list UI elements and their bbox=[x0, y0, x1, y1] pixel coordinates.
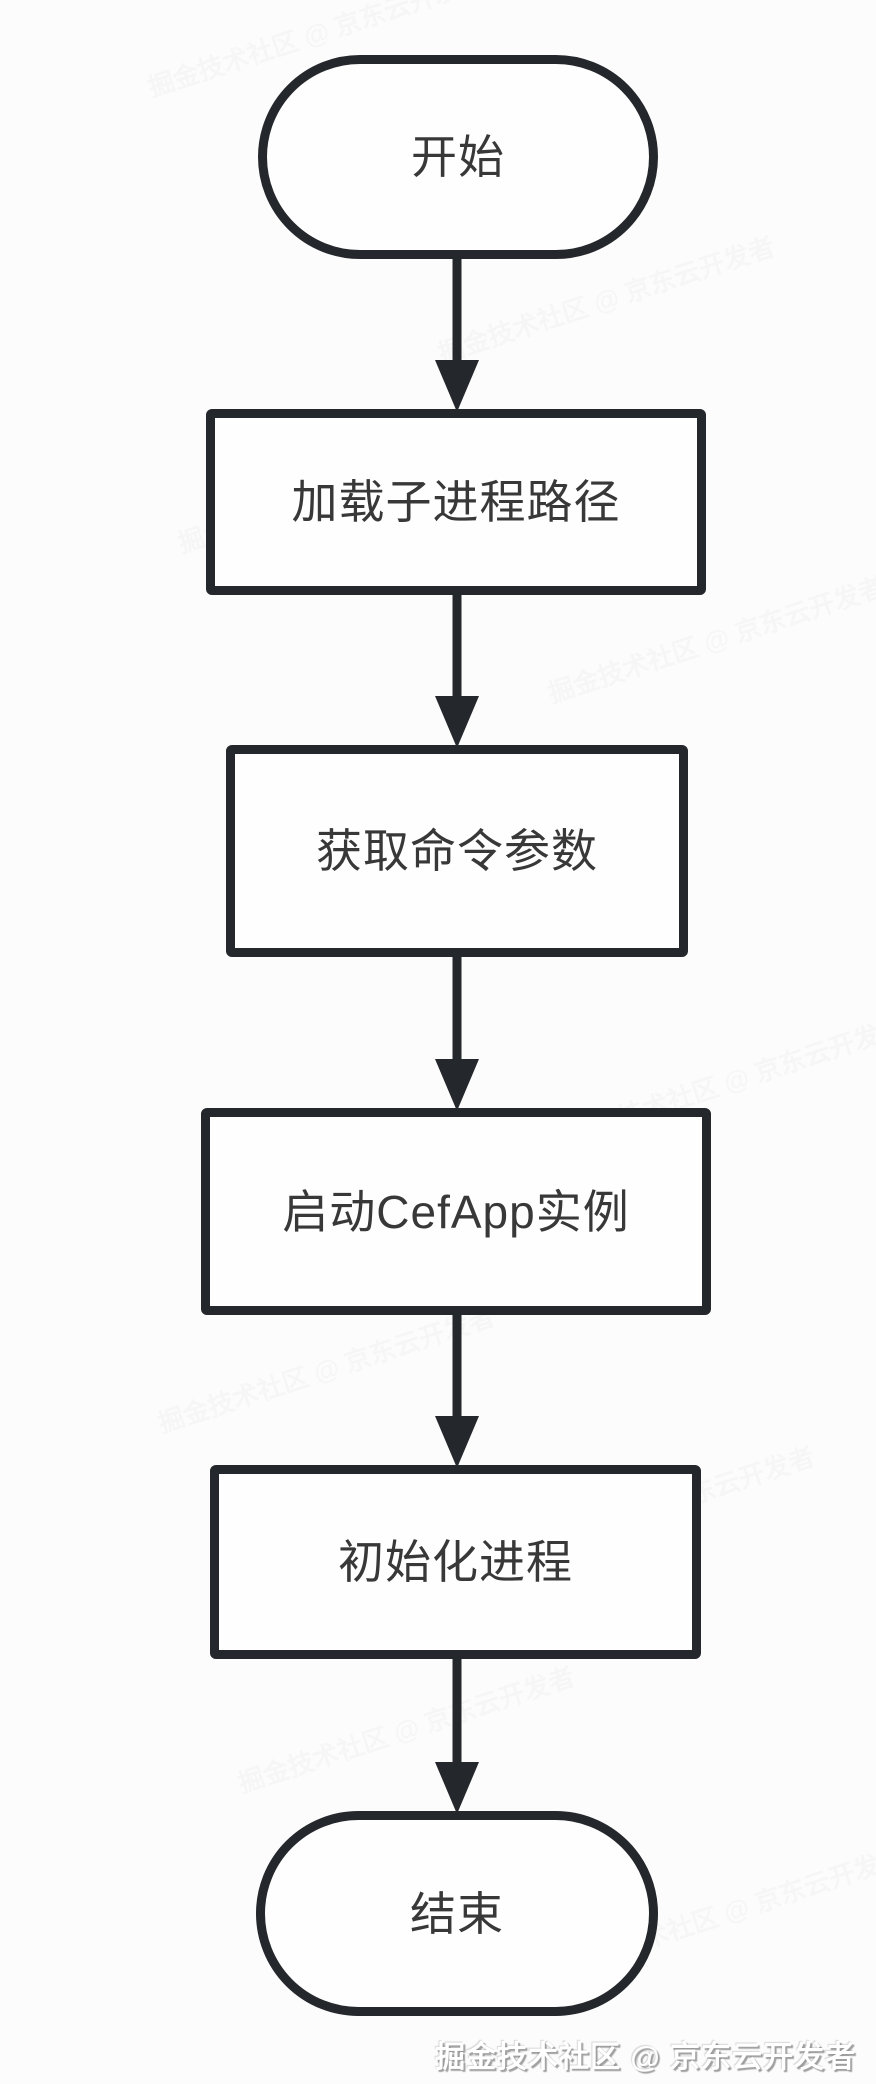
flow-node-start-label: 开始 bbox=[411, 131, 505, 183]
flow-node-get-args: 获取命令参数 bbox=[226, 745, 688, 957]
arrow-get-args-to-start-cefapp bbox=[435, 953, 479, 1111]
arrow-shaft bbox=[452, 1655, 462, 1772]
arrowhead-down-icon bbox=[435, 1059, 479, 1111]
arrow-load-path-to-get-args bbox=[435, 591, 479, 748]
flow-node-load-path-label: 加载子进程路径 bbox=[291, 476, 621, 528]
arrowhead-down-icon bbox=[435, 696, 479, 748]
flow-node-end: 结束 bbox=[256, 1811, 658, 2016]
arrow-shaft bbox=[452, 953, 462, 1069]
flow-node-init-process: 初始化进程 bbox=[210, 1465, 701, 1659]
arrow-shaft bbox=[452, 256, 462, 370]
arrow-shaft bbox=[452, 591, 462, 706]
arrow-shaft bbox=[452, 1311, 462, 1426]
flow-node-end-label: 结束 bbox=[410, 1887, 504, 1940]
arrow-start-to-load-path bbox=[435, 256, 479, 412]
arrowhead-down-icon bbox=[435, 1762, 479, 1814]
flow-node-start: 开始 bbox=[258, 55, 658, 259]
background-watermark: 掘金技术社区 @ 京东云开发者 bbox=[233, 1657, 579, 1801]
arrowhead-down-icon bbox=[435, 360, 479, 412]
flow-node-start-cefapp: 启动CefApp实例 bbox=[201, 1108, 711, 1315]
flow-node-start-cefapp-label: 启动CefApp实例 bbox=[282, 1185, 630, 1238]
arrow-init-process-to-end bbox=[435, 1655, 479, 1814]
flow-node-load-path: 加载子进程路径 bbox=[206, 409, 706, 595]
flow-node-init-process-label: 初始化进程 bbox=[338, 1536, 573, 1588]
arrowhead-down-icon bbox=[435, 1416, 479, 1468]
arrow-start-cefapp-to-init-process bbox=[435, 1311, 479, 1468]
flow-node-get-args-label: 获取命令参数 bbox=[316, 825, 598, 877]
footer-watermark-text: 掘金技术社区 @ 京东云开发者 bbox=[435, 2041, 856, 2074]
